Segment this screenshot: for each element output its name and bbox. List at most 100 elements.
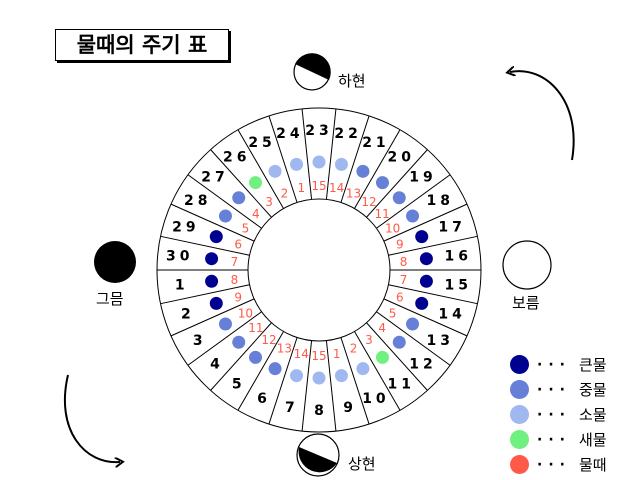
cycle-arrow-bottom-left: [63, 374, 120, 462]
day-segment: 22 14: [329, 115, 370, 203]
segment-divider: [340, 115, 370, 203]
legend-item: ···중물: [510, 377, 607, 402]
lunar-day-number: 11: [388, 376, 415, 392]
lunar-day-number: 10: [362, 391, 389, 407]
first-quarter-moon-icon: [296, 433, 340, 477]
segment-divider: [325, 108, 337, 200]
tide-type-dot: [232, 335, 246, 349]
segment-divider: [187, 311, 262, 366]
tide-type-dot: [209, 230, 223, 244]
legend-label: 소물: [579, 406, 607, 424]
segment-divider: [160, 235, 250, 256]
tide-number: 12: [361, 195, 376, 209]
lunar-day-number: 24: [276, 126, 303, 142]
lunar-day-number: 1: [175, 278, 185, 294]
tide-number: 6: [396, 290, 404, 304]
segment-divider: [210, 149, 272, 218]
segment-divider: [170, 203, 255, 242]
tide-type-dot: [290, 157, 304, 171]
legend-leader: ···: [537, 406, 571, 423]
lunar-day-number: 14: [438, 306, 465, 322]
tide-number: 4: [378, 321, 386, 335]
segment-divider: [388, 235, 478, 256]
legend-item: ···물때: [510, 452, 607, 477]
legend: ···큰물···중물···소물···새물···물때: [510, 352, 607, 477]
tide-number: 1: [298, 181, 306, 195]
lunar-day-number: 12: [409, 357, 436, 373]
tide-number: 9: [234, 290, 242, 304]
moon-label-full: 보름: [512, 294, 540, 312]
day-segment: 29: [160, 284, 250, 322]
lunar-day-number: 21: [362, 135, 389, 151]
tide-type-dot: [290, 369, 304, 383]
tide-type-dot: [392, 191, 406, 205]
tide-number: 2: [281, 186, 289, 200]
tide-type-dot: [249, 176, 263, 190]
day-segment: 24 1: [276, 108, 313, 200]
lunar-day-number: 17: [438, 220, 465, 236]
tide-number: 7: [231, 255, 239, 269]
segment-divider: [325, 340, 337, 432]
day-segment: 29 6: [170, 203, 255, 252]
day-segment: 11 3: [354, 331, 415, 411]
day-segment: 263: [223, 129, 284, 209]
day-segment: 285: [184, 174, 262, 236]
segment-divider: [383, 298, 468, 337]
tide-type-dot: [392, 335, 406, 349]
lunar-day-number: 16: [444, 248, 471, 264]
tide-type-dot: [356, 164, 370, 178]
lunar-day-number: 22: [334, 126, 361, 142]
legend-leader: ···: [537, 356, 571, 373]
day-segment: 411: [187, 311, 263, 373]
day-segment: 815: [301, 340, 327, 432]
tide-number: 3: [365, 333, 373, 347]
moon-label-last-quarter: 하현: [338, 72, 366, 90]
day-segment: 179: [388, 220, 478, 256]
tide-number: 12: [261, 333, 276, 347]
tide-type-dot: [419, 274, 433, 288]
tide-number: 15: [311, 179, 326, 193]
tide-type-dot: [375, 350, 389, 364]
tide-number: 5: [389, 307, 397, 321]
tide-type-dot: [334, 157, 348, 171]
tide-type-dot: [268, 362, 282, 376]
segment-divider: [301, 108, 313, 200]
tide-type-dot: [205, 274, 219, 288]
tide-type-dot: [406, 317, 420, 331]
segment-divider: [170, 298, 255, 337]
tide-type-dot: [356, 362, 370, 376]
day-segment: 714: [268, 337, 309, 425]
tide-number: 14: [329, 181, 344, 195]
legend-item: ···새물: [510, 427, 607, 452]
tide-type-dot: [406, 209, 420, 223]
day-segment: 12 4: [366, 321, 436, 391]
lunar-day-number: 5: [232, 376, 242, 392]
lunar-day-number: 15: [444, 278, 471, 294]
tide-number: 6: [234, 238, 242, 252]
legend-swatch-icon: [510, 430, 529, 449]
tide-type-dot: [205, 252, 219, 266]
legend-label: 중물: [579, 381, 607, 399]
lunar-day-number: 19: [409, 169, 436, 185]
tide-type-dot: [415, 230, 429, 244]
tide-number: 10: [385, 222, 400, 236]
tide-type-dot: [415, 296, 429, 310]
tide-type-dot: [312, 155, 326, 169]
tide-number: 13: [277, 342, 292, 356]
lunar-day-number: 29: [172, 220, 199, 236]
legend-swatch-icon: [510, 355, 529, 374]
new-moon-icon: [94, 241, 136, 283]
day-segment: 135: [376, 307, 451, 366]
tide-type-dot: [249, 350, 263, 364]
lunar-day-number: 7: [285, 400, 295, 416]
day-segment: 252: [248, 115, 298, 203]
full-moon-icon: [502, 240, 552, 290]
tide-type-dot: [268, 164, 282, 178]
tide-number: 15: [311, 349, 326, 363]
day-segment: 310: [170, 298, 255, 349]
cycle-arrow-top-right: [510, 71, 575, 161]
segment-divider: [268, 115, 298, 203]
